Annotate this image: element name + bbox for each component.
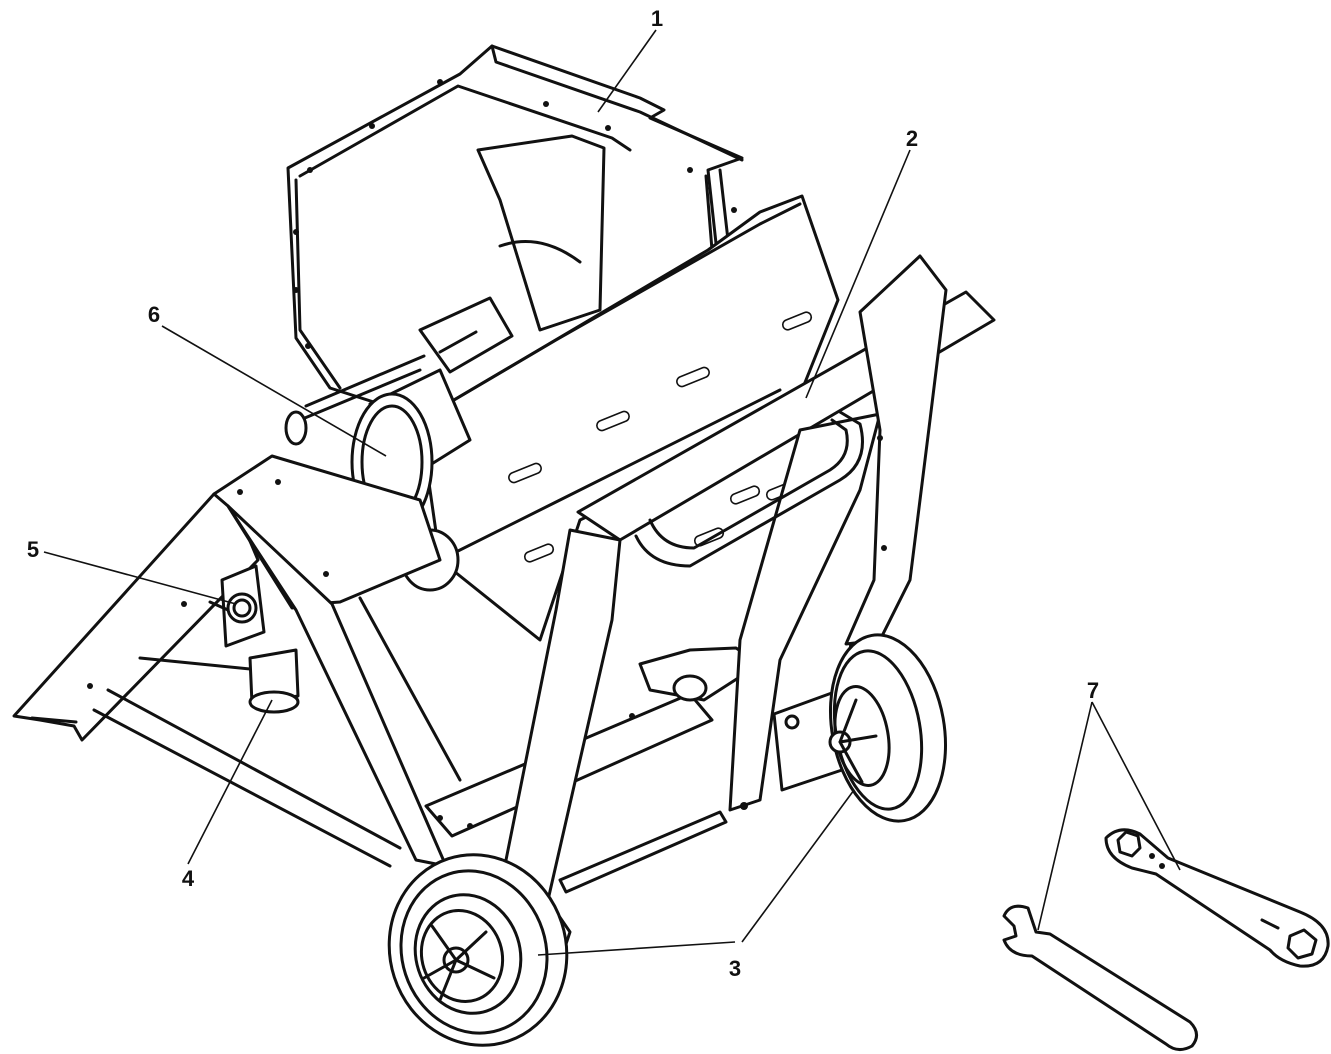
callout-2: 2 [906, 126, 918, 151]
wheel-right [828, 633, 948, 823]
callout-1: 1 [651, 6, 663, 31]
switch [208, 564, 266, 648]
callout-7: 7 [1087, 678, 1099, 703]
callout-4: 4 [182, 866, 195, 891]
wheel-left [387, 853, 569, 1047]
capacitor [248, 648, 300, 714]
callout-3: 3 [729, 956, 741, 981]
leader-lines [43, 29, 1181, 956]
wrench-open [1002, 904, 1198, 1051]
wrench-ring [1104, 828, 1330, 968]
push-frame [498, 254, 996, 946]
callout-6: 6 [148, 302, 160, 327]
saw-table [418, 194, 840, 642]
motor [284, 296, 514, 592]
callout-5: 5 [27, 537, 39, 562]
